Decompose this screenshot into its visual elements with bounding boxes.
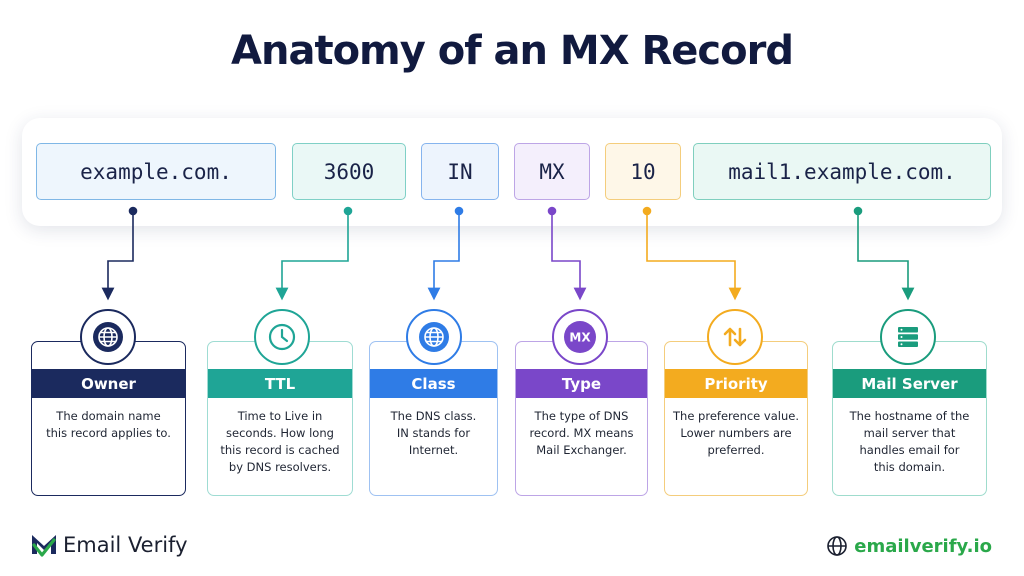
globe-icon bbox=[93, 322, 123, 352]
card-priority-desc: The preference value. Lower numbers are … bbox=[673, 409, 799, 457]
field-type: MX bbox=[514, 143, 590, 200]
card-class-desc: The DNS class. IN stands for Internet. bbox=[390, 409, 477, 457]
card-priority: Priority The preference value. Lower num… bbox=[664, 341, 808, 496]
card-priority-label: Priority bbox=[665, 369, 807, 398]
type-mx-badge-icon: MX bbox=[552, 309, 608, 365]
connector-class bbox=[427, 206, 464, 301]
ttl-clock-icon bbox=[254, 309, 310, 365]
field-mail-server: mail1.example.com. bbox=[693, 143, 991, 200]
connector-owner bbox=[101, 206, 138, 301]
card-class: Class The DNS class. IN stands for Inter… bbox=[369, 341, 498, 496]
card-ttl-desc: Time to Live in seconds. How long this r… bbox=[220, 409, 340, 474]
card-owner-label: Owner bbox=[32, 369, 185, 398]
class-globe-icon bbox=[406, 309, 462, 365]
card-mail-server-desc: The hostname of the mail server that han… bbox=[849, 409, 970, 474]
card-type-desc: The type of DNS record. MX means Mail Ex… bbox=[529, 409, 634, 457]
connector-type bbox=[547, 206, 587, 301]
card-ttl: TTL Time to Live in seconds. How long th… bbox=[207, 341, 353, 496]
svg-text:MX: MX bbox=[569, 331, 591, 345]
mx-badge-icon: MX bbox=[564, 321, 596, 353]
clock-icon bbox=[268, 323, 296, 351]
field-owner: example.com. bbox=[36, 143, 276, 200]
card-mail-server: Mail Server The hostname of the mail ser… bbox=[832, 341, 987, 496]
globe-icon bbox=[827, 536, 848, 556]
card-owner-desc: The domain name this record applies to. bbox=[46, 409, 171, 440]
card-type-label: Type bbox=[516, 369, 647, 398]
brand-left-name: Email Verify bbox=[63, 533, 188, 557]
card-class-label: Class bbox=[370, 369, 497, 398]
connector-mail-server bbox=[853, 206, 915, 301]
priority-sort-arrows-icon bbox=[707, 309, 763, 365]
owner-globe-icon bbox=[80, 309, 136, 365]
mail-server-server-icon bbox=[880, 309, 936, 365]
connector-ttl bbox=[275, 206, 353, 301]
card-ttl-label: TTL bbox=[208, 369, 352, 398]
brand-right-url: emailverify.io bbox=[854, 535, 992, 557]
server-icon bbox=[898, 327, 918, 347]
card-owner: Owner The domain name this record applie… bbox=[31, 341, 186, 496]
card-mail-server-label: Mail Server bbox=[833, 369, 986, 398]
brand-right: emailverify.io bbox=[826, 535, 992, 557]
globe-icon bbox=[419, 322, 449, 352]
field-class: IN bbox=[421, 143, 499, 200]
page-title: Anatomy of an MX Record bbox=[231, 28, 794, 74]
connector-priority bbox=[642, 206, 742, 301]
brand-left: Email Verify bbox=[30, 532, 188, 558]
sort-arrows-icon bbox=[723, 327, 747, 347]
email-verify-logo-icon bbox=[32, 535, 56, 557]
field-ttl: 3600 bbox=[292, 143, 406, 200]
field-priority: 10 bbox=[605, 143, 681, 200]
